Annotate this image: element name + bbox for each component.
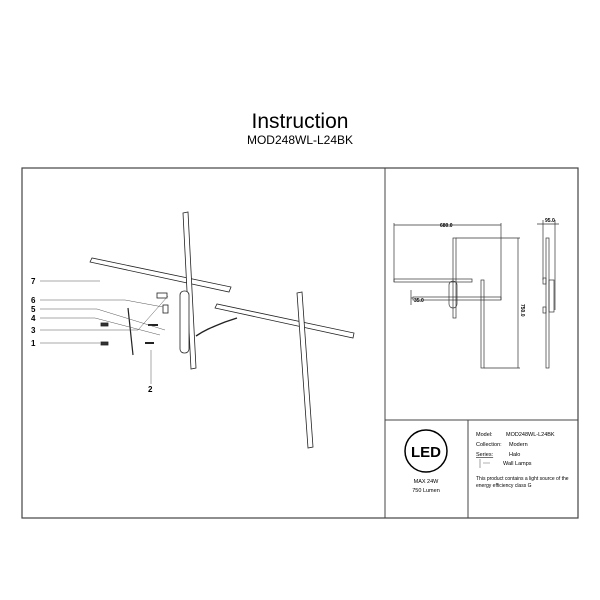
part-label-3: 3 [31,326,36,335]
model-number: MOD248WL-L24BK [246,133,354,147]
bracket [127,307,134,356]
connector [162,304,169,314]
led-logo-icon [404,429,448,473]
collection-label: Collection: [476,442,502,448]
dimension-offset: 35.0 [414,298,424,304]
page-title: Instruction [251,110,349,133]
part-label-1: 1 [31,339,36,348]
assembly-drawing [40,211,355,449]
wall-plate [179,290,190,354]
lamp-bar [89,257,232,293]
series-value: Halo [509,452,520,458]
lamp-bar [296,291,314,449]
model-label: Model: [476,432,493,438]
lamp-bar [214,303,355,339]
led-logo-text: LED [411,444,441,461]
cable [195,317,238,337]
part-label-4: 4 [31,314,36,323]
terminal [156,292,168,299]
model-value: MOD248WL-L24BK [506,432,555,438]
type-value: Wall Lamps [503,461,532,467]
led-lumen: 750 Lumen [412,488,440,494]
frame-border [21,167,579,519]
led-power: MAX 24W [414,479,440,485]
dimension-drawing [393,220,559,369]
energy-note-1: This product contains a light source of … [476,476,569,482]
part-label-6: 6 [31,296,36,305]
wall-lamp-icon [479,459,490,468]
series-label: Series: [476,452,494,458]
part-label-5: 5 [31,305,36,314]
part-label-2: 2 [148,385,153,394]
dimension-width: 680.0 [440,223,453,229]
dimension-height: 750.0 [519,304,525,317]
collection-value: Modern [509,442,528,448]
part-label-7: 7 [31,277,36,286]
energy-note-2: energy efficiency class G [476,483,532,489]
dimension-depth: 95.0 [545,218,555,224]
